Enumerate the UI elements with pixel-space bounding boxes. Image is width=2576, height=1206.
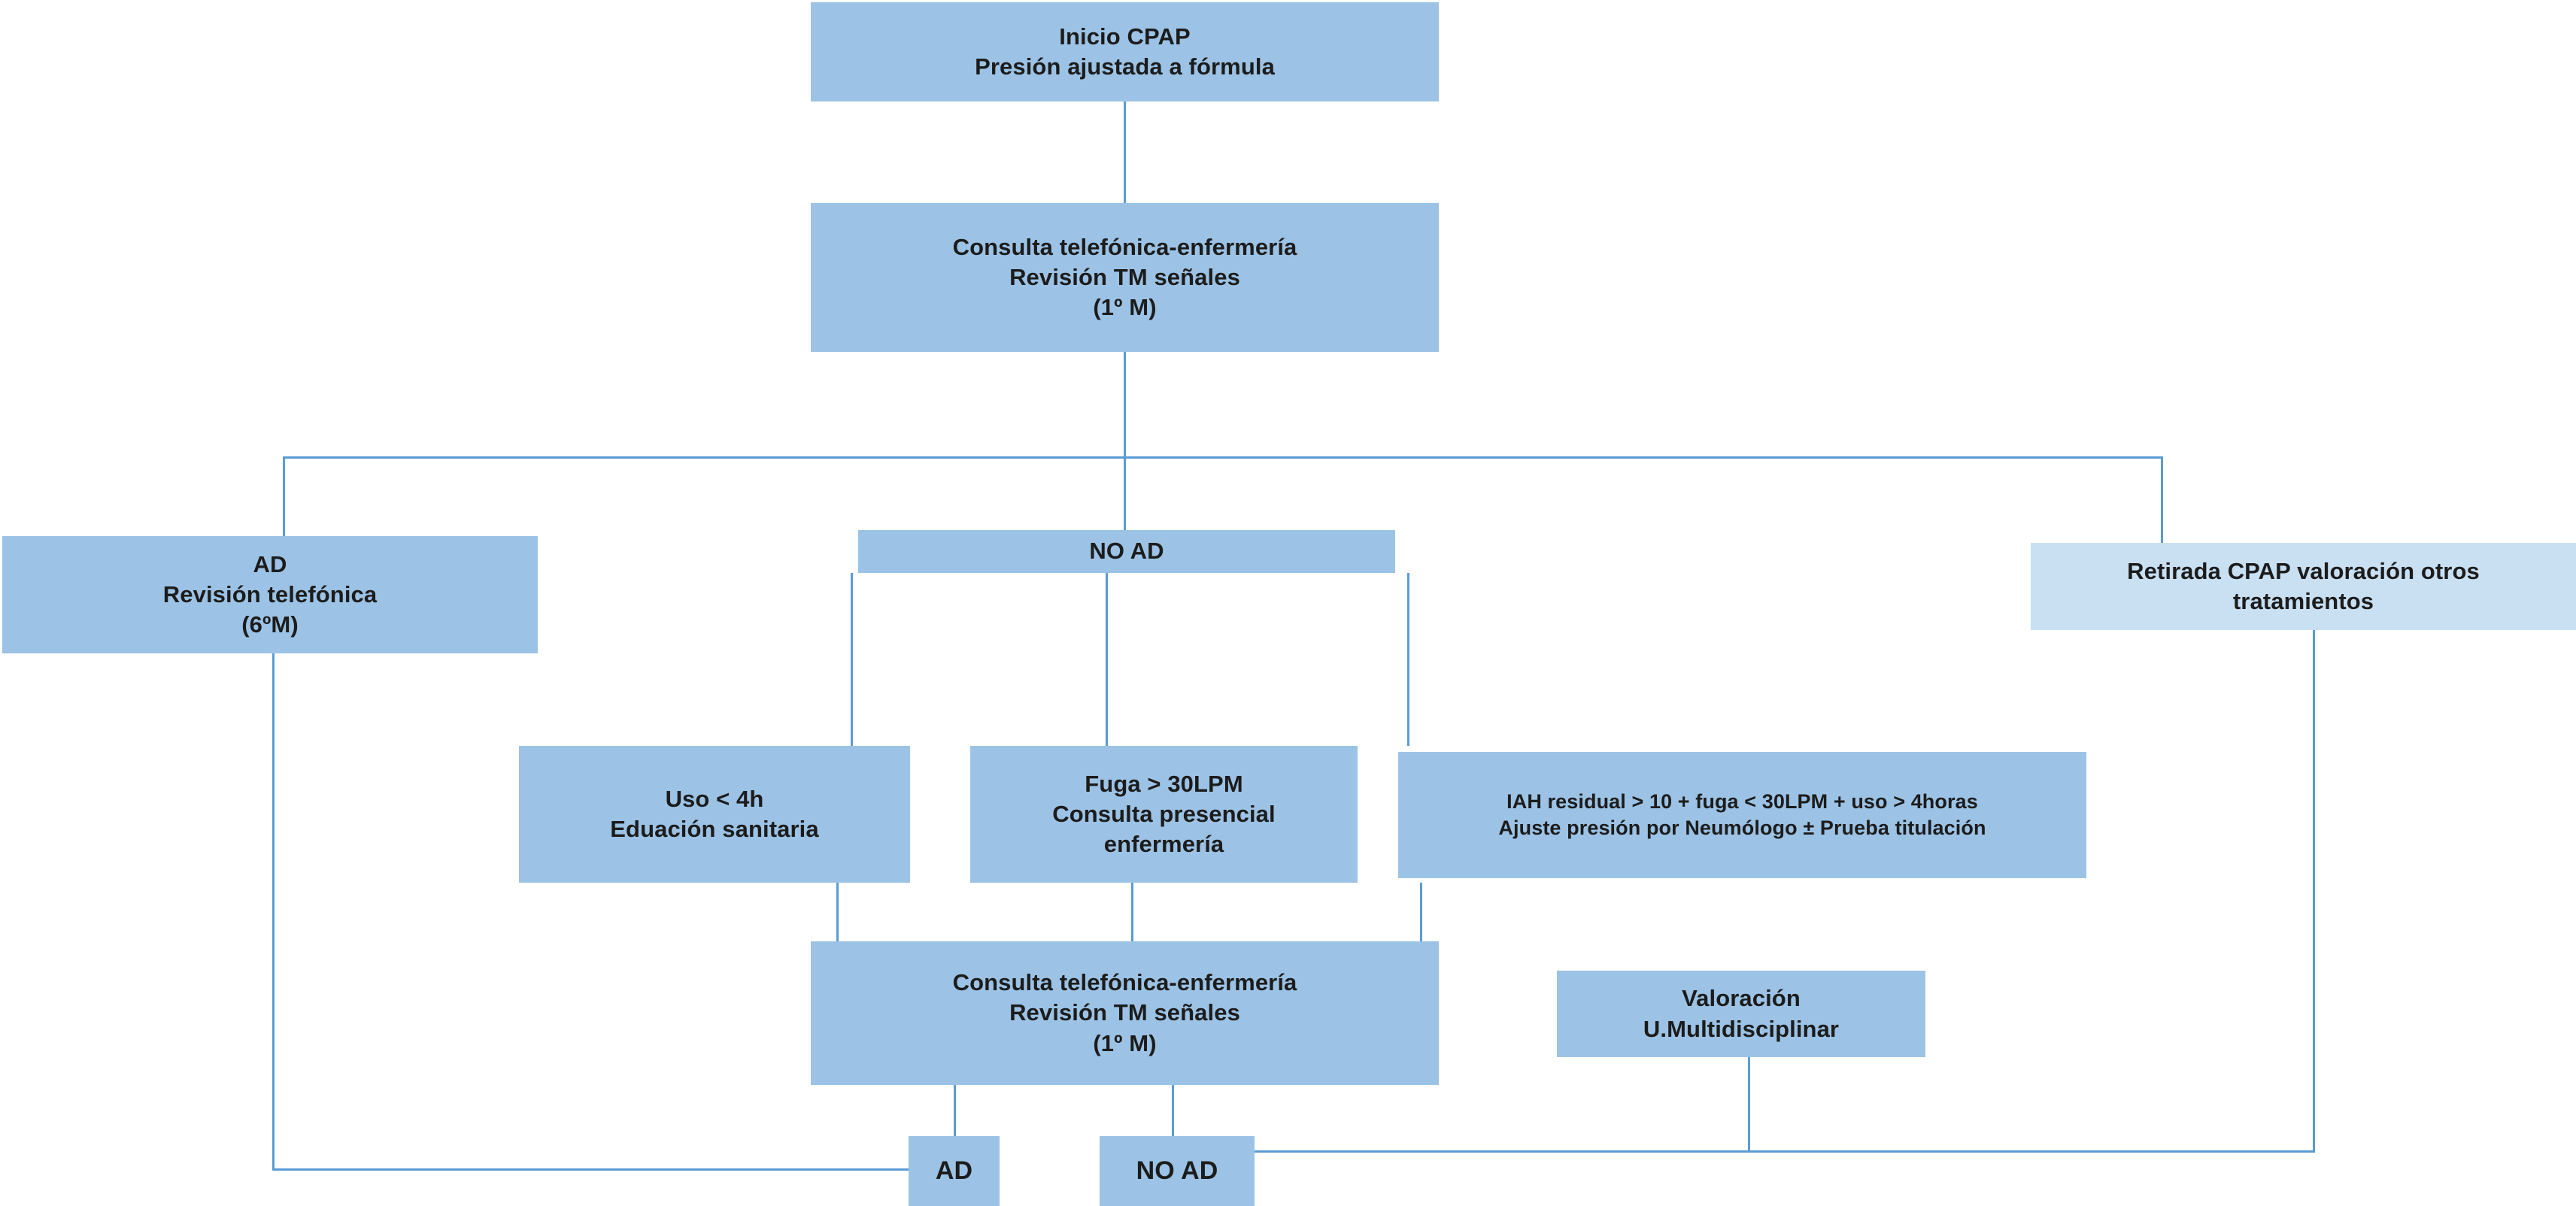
node-no-ad-final-label: NO AD — [1136, 1156, 1218, 1186]
node-ad-revision-line-2: Revisión telefónica — [162, 580, 378, 608]
node-ad-final-label: AD — [935, 1156, 973, 1186]
connector-consulta2-to-ad-final — [954, 1085, 956, 1136]
node-iah-residual[interactable]: IAH residual > 10 + fuga < 30LPM + uso >… — [1398, 752, 2086, 878]
connector-noad-to-fuga — [1106, 573, 1108, 746]
node-fuga-line-3: enfermería — [1103, 831, 1224, 858]
node-no-ad[interactable]: NO AD — [858, 530, 1395, 573]
node-retirada-cpap[interactable]: Retirada CPAP valoración otros tratamien… — [2031, 543, 2576, 630]
connector-ad-final-to-left — [272, 1168, 909, 1171]
node-retirada-cpap-line-2: tratamientos — [2232, 588, 2374, 614]
node-iah-line-1: IAH residual > 10 + fuga < 30LPM + uso >… — [1506, 789, 1978, 813]
node-iah-line-2: Ajuste presión por Neumólogo ± Prueba ti… — [1498, 817, 1986, 839]
node-uso-line-1: Uso < 4h — [665, 785, 764, 812]
connector-bus-to-ad — [283, 456, 285, 536]
connector-consulta-to-bus — [1124, 352, 1126, 459]
node-fuga-line-1: Fuga > 30LPM — [1085, 770, 1243, 797]
node-inicio-cpap-line-1: Inicio CPAP — [1059, 23, 1191, 50]
node-consulta-telefonica-1m-2[interactable]: Consulta telefónica-enfermería Revisión … — [811, 941, 1439, 1085]
connector-valoracion-to-bus — [1748, 1057, 1750, 1153]
node-uso-menor-4h[interactable]: Uso < 4h Eduación sanitaria — [519, 746, 910, 883]
node-ad-revision-line-1: AD — [253, 550, 287, 577]
connector-consulta2-to-noad-final — [1172, 1085, 1174, 1136]
node-ad-revision-line-3: (6ºM) — [241, 611, 299, 638]
node-valoracion-line-2: U.Multidisciplinar — [1643, 1015, 1840, 1042]
node-uso-line-2: Eduación sanitaria — [610, 816, 819, 842]
node-consulta-telefonica-1m[interactable]: Consulta telefónica-enfermería Revisión … — [811, 203, 1439, 352]
node-consulta-1m-2-line-2: Revisión TM señales — [1009, 999, 1240, 1026]
connector-iah-to-consulta2 — [1420, 883, 1422, 941]
node-ad-final[interactable]: AD — [909, 1136, 1000, 1206]
connector-noad-to-uso — [851, 573, 853, 746]
node-valoracion-line-1: Valoración — [1682, 985, 1801, 1012]
node-inicio-cpap[interactable]: Inicio CPAP Presión ajustada a fórmula — [811, 2, 1439, 102]
connector-noad-final-to-right — [1255, 1150, 2315, 1153]
node-no-ad-final[interactable]: NO AD — [1100, 1136, 1255, 1206]
node-consulta-1m-line-2: Revisión TM señales — [1009, 263, 1240, 290]
connector-uso-to-consulta2 — [836, 883, 839, 941]
node-consulta-1m-line-1: Consulta telefónica-enfermería — [952, 233, 1297, 260]
node-fuga-30lpm[interactable]: Fuga > 30LPM Consulta presencial enferme… — [970, 746, 1358, 883]
node-fuga-line-2: Consulta presencial — [1052, 800, 1276, 827]
node-consulta-1m-2-line-1: Consulta telefónica-enfermería — [952, 969, 1297, 996]
node-no-ad-label: NO AD — [1089, 538, 1164, 565]
node-valoracion-multidisciplinar[interactable]: Valoración U.Multidisciplinar — [1557, 971, 1925, 1057]
connector-bus-to-noad — [1124, 456, 1126, 530]
node-ad-revision-telefonica[interactable]: AD Revisión telefónica (6ºM) — [2, 536, 538, 653]
connector-fuga-to-consulta2 — [1131, 883, 1133, 941]
connector-bus-to-retirada — [2161, 456, 2163, 543]
connector-noad-to-iah — [1407, 573, 1409, 746]
node-retirada-cpap-line-1: Retirada CPAP valoración otros — [2127, 557, 2480, 584]
connector-branch-bus — [283, 456, 2163, 459]
connector-right-up-to-retirada — [2313, 630, 2315, 1153]
node-inicio-cpap-line-2: Presión ajustada a fórmula — [975, 53, 1275, 80]
connector-left-up-to-ad — [272, 653, 275, 1171]
connector-inicio-to-consulta — [1124, 102, 1126, 203]
node-consulta-1m-line-3: (1º M) — [1093, 294, 1157, 321]
node-consulta-1m-2-line-3: (1º M) — [1093, 1029, 1157, 1056]
